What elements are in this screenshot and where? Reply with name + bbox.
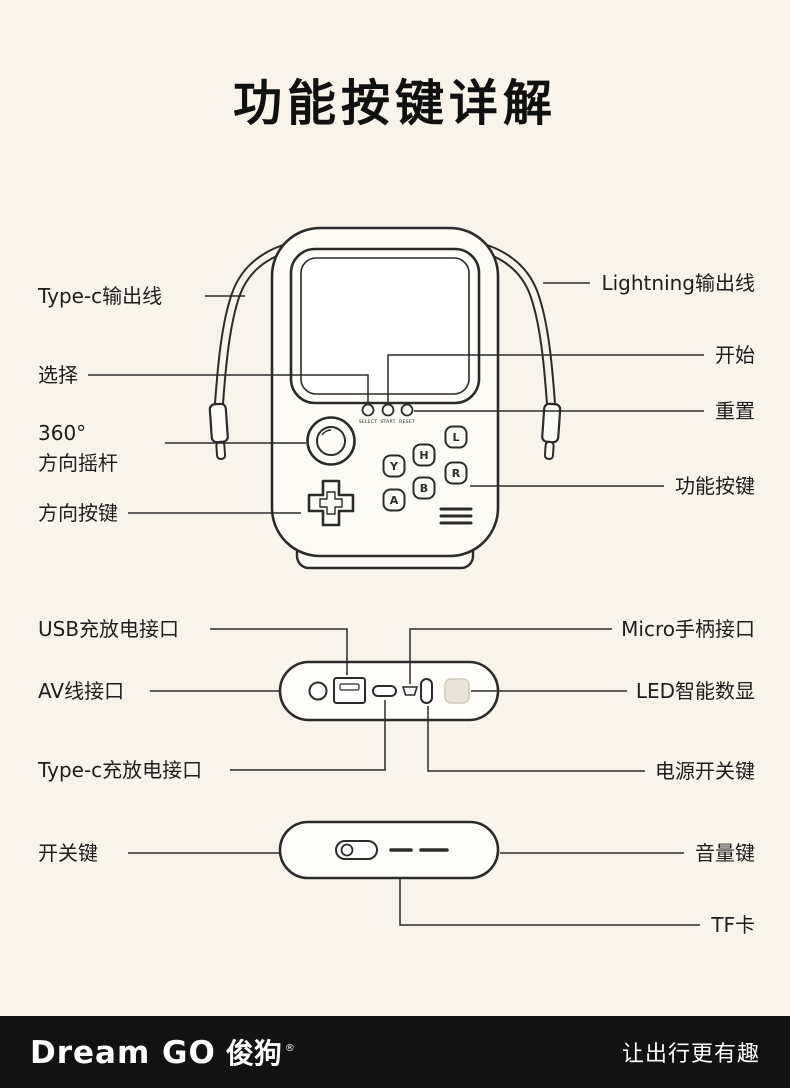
- led-display: [444, 678, 470, 704]
- callout-lines: [88, 282, 704, 926]
- analog-stick: [306, 416, 356, 466]
- callout-label-power: 电源开关键: [655, 759, 755, 783]
- select-button: [361, 403, 375, 417]
- callout-label-micro: Micro手柄接口: [621, 617, 755, 641]
- side-view: [278, 820, 500, 880]
- reset-button: [400, 403, 414, 417]
- micro-port: [401, 686, 419, 696]
- button-r: R: [452, 467, 461, 480]
- callout-label-lightning: Lightning输出线: [601, 271, 755, 295]
- av-port: [308, 681, 328, 701]
- screen: [300, 257, 470, 395]
- power-key: [420, 678, 433, 704]
- footer-slogan: 让出行更有趣: [621, 1042, 760, 1067]
- callout-label-typec-charge: Type-c充放电接口: [38, 758, 203, 782]
- button-y: Y: [389, 460, 399, 473]
- start-button: [381, 403, 395, 417]
- brand-name-en: Dream GO: [30, 1035, 216, 1071]
- reset-button-label: RESET: [399, 419, 415, 425]
- system-buttons: SELECT START RESET: [359, 403, 415, 425]
- page-title: 功能按键详解: [232, 75, 557, 132]
- typec-cable: [208, 239, 304, 460]
- callout-label-switch: 开关键: [38, 841, 98, 865]
- footer-bar: Dream GO 俊狗 ® 让出行更有趣: [0, 1016, 790, 1088]
- callout-label-start: 开始: [715, 343, 755, 367]
- brand-name-cn: 俊狗: [225, 1037, 282, 1070]
- brand-logo: Dream GO 俊狗 ®: [30, 1032, 295, 1072]
- typec-charge-port: [372, 685, 397, 697]
- speaker-grill: [439, 507, 473, 525]
- callout-label-tf: TF卡: [711, 913, 755, 937]
- usb-tongue: [339, 683, 360, 691]
- callout-label-led: LED智能数显: [635, 679, 755, 703]
- button-a: A: [390, 494, 399, 507]
- button-l: L: [452, 431, 459, 444]
- typec-connector: [208, 402, 229, 460]
- callout-label-dpad: 方向按键: [38, 501, 118, 525]
- registered-mark: ®: [284, 1043, 295, 1054]
- callout-label-func-buttons: 功能按键: [675, 474, 755, 498]
- lightning-cable: [466, 239, 562, 460]
- callout-label-select: 选择: [38, 363, 78, 387]
- callout-label-volume: 音量键: [695, 841, 755, 865]
- select-button-label: SELECT: [359, 419, 378, 425]
- top-ports-view: [278, 660, 500, 722]
- callout-label-stick: 360° 方向摇杆: [38, 421, 118, 475]
- callout-label-av: AV线接口: [38, 679, 125, 703]
- lightning-connector: [541, 402, 562, 460]
- action-buttons: L H R Y B A: [382, 425, 468, 512]
- start-button-label: START: [380, 419, 395, 425]
- d-pad: [307, 479, 355, 527]
- callout-label-typec-output: Type-c输出线: [38, 284, 163, 308]
- button-h: H: [419, 449, 428, 462]
- button-b: B: [420, 482, 428, 495]
- callout-label-usb: USB充放电接口: [38, 617, 180, 641]
- callout-label-reset: 重置: [715, 399, 755, 423]
- switch-knob: [340, 843, 354, 857]
